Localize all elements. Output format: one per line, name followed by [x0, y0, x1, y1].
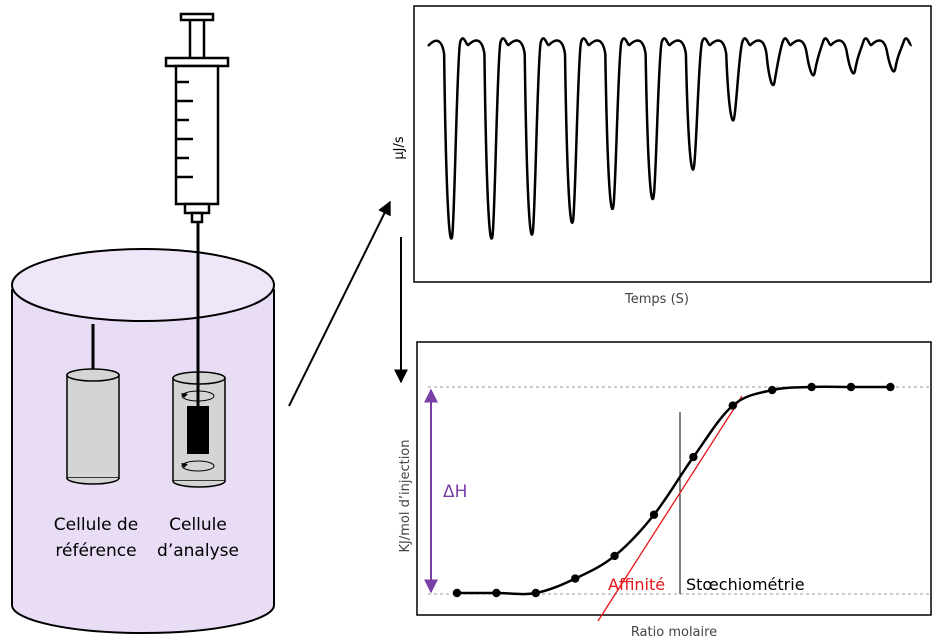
isotherm-point [610, 551, 619, 561]
isotherm-point [728, 401, 737, 410]
isotherm-point [571, 574, 580, 583]
thermogram-y-label: μJ/s [392, 136, 407, 159]
analysis-cell-label-line1: Cellule [169, 515, 227, 535]
analysis-cell-label-line2: d’analyse [157, 541, 239, 561]
isotherm-point [846, 382, 856, 392]
reference-cell [66, 324, 120, 485]
syringe-icon [164, 12, 230, 224]
thermogram-x-label: Temps (S) [624, 292, 689, 307]
isotherm-frame [416, 341, 932, 616]
affinity-label: Affinité [608, 575, 665, 594]
stoichiometry-label: Stœchiométrie [686, 575, 805, 594]
isotherm-x-label: Ratio molaire [631, 625, 717, 640]
isotherm-panel: ΔH Affinité Stœchiométrie KJ/mol d’injec… [398, 341, 932, 640]
isotherm-points [452, 382, 895, 598]
calorimeter-vessel [11, 248, 275, 634]
isotherm-y-label: KJ/mol d’injection [398, 440, 413, 553]
isotherm-point [531, 588, 540, 598]
vessel-body [11, 289, 275, 634]
isotherm-point [768, 385, 777, 395]
vessel-top [11, 248, 275, 322]
isotherm-point [886, 382, 895, 392]
isotherm-point [492, 588, 501, 598]
analysis-cell [172, 371, 226, 488]
reference-cell-label-line2: référence [55, 541, 136, 561]
thermogram-frame [413, 5, 932, 283]
isotherm-point [649, 510, 659, 519]
rotation-arrow-icon [181, 460, 215, 472]
thermogram-trace [427, 37, 913, 240]
affinity-tangent-line [597, 395, 743, 622]
isotherm-point [689, 452, 698, 462]
stirrer-block [187, 406, 209, 454]
isotherm-point [452, 588, 462, 598]
reference-cell-label-line1: Cellule de [54, 515, 138, 535]
flow-arrow-to-thermogram [288, 200, 391, 407]
delta-h-label: ΔH [443, 482, 467, 502]
isotherm-point [807, 382, 816, 392]
thermogram-panel: μJ/s Temps (S) [392, 5, 932, 307]
